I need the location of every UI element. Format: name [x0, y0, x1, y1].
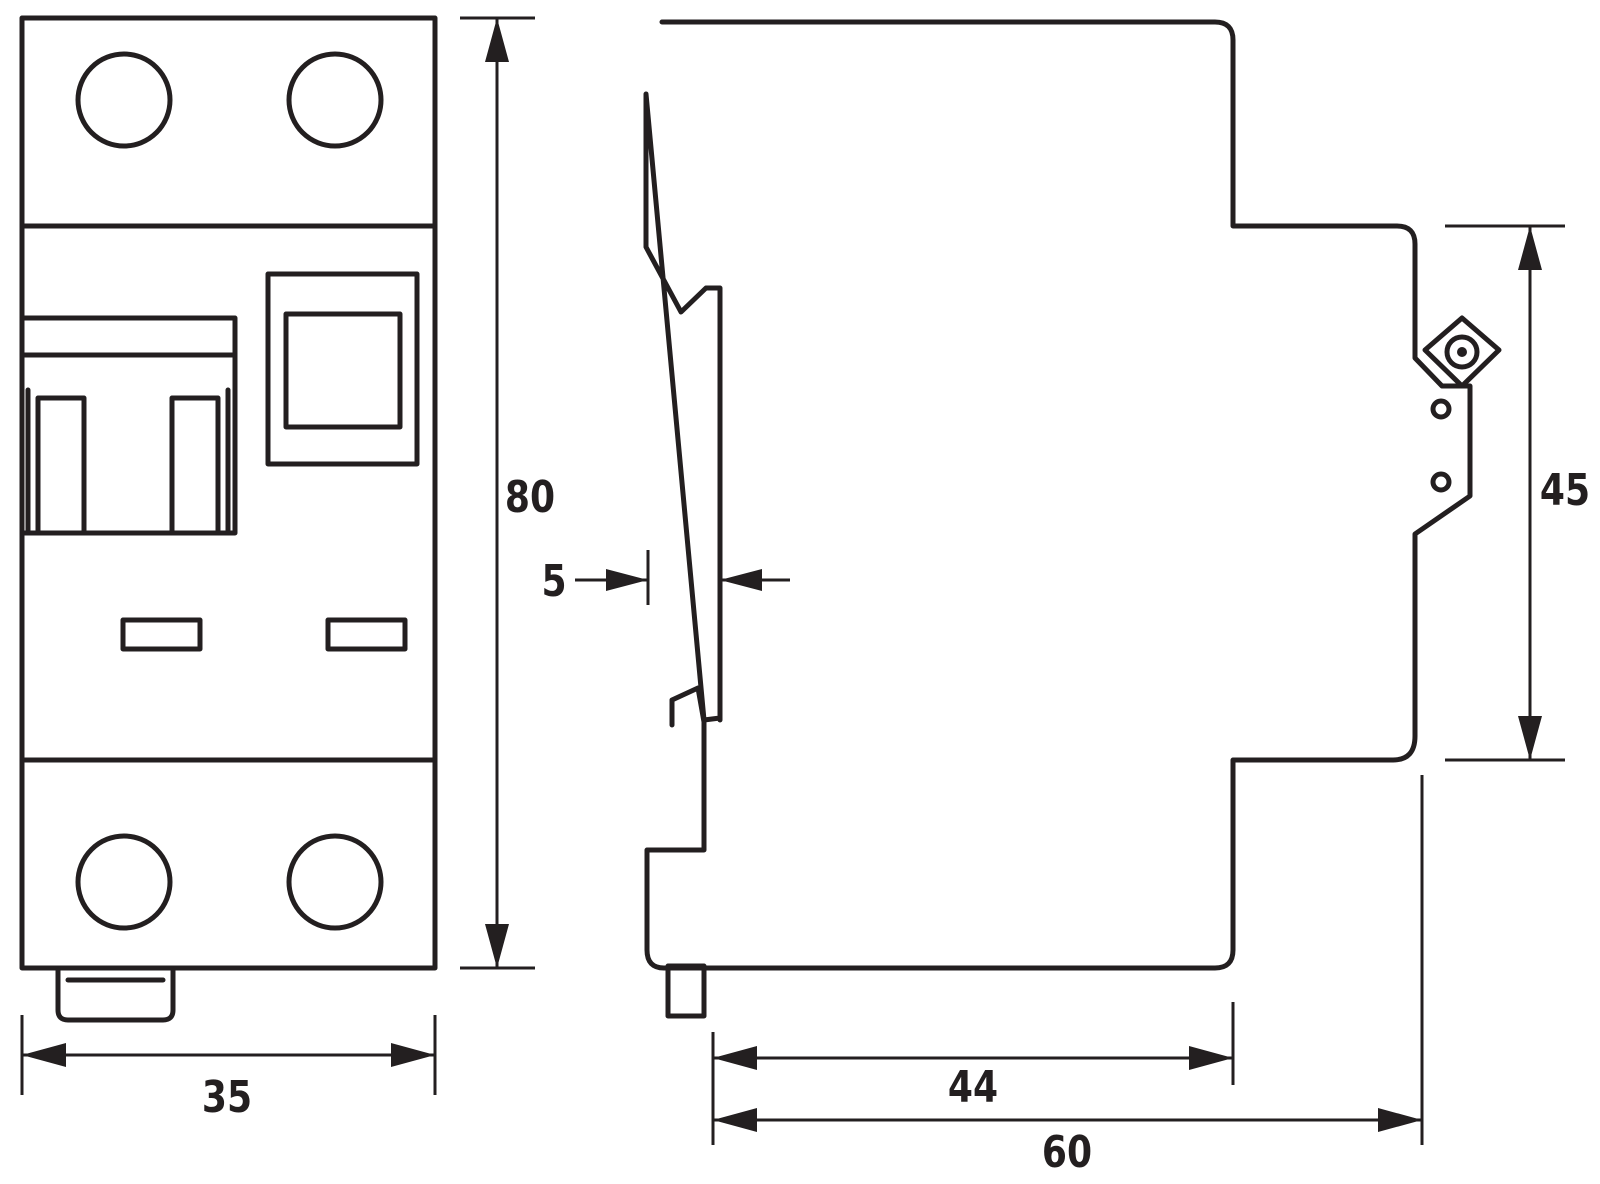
- dimension-label-depth-44: 44: [948, 1063, 998, 1113]
- dimension-label-face-height: 45: [1540, 466, 1590, 516]
- side-hole-upper: [1430, 398, 1452, 420]
- din-clip-tab: [55, 967, 176, 1023]
- terminal-screw-bottom-left: [75, 833, 173, 931]
- side-view: [643, 19, 1502, 1019]
- latch-head: [1422, 315, 1502, 389]
- test-button: [265, 271, 420, 467]
- front-view: [19, 15, 438, 1023]
- indicator-window-left: [120, 617, 203, 652]
- dimension-label-width: 35: [202, 1073, 252, 1123]
- dimension-depth-60: 60: [713, 775, 1424, 1178]
- dimension-label-rail-offset: 5: [541, 557, 566, 607]
- dimension-rail-offset-5: 5: [541, 550, 790, 607]
- dimension-label-height: 80: [505, 473, 555, 523]
- dimension-height-80: 80: [460, 16, 555, 970]
- indicator-window-right: [325, 617, 408, 652]
- terminal-screw-top-right: [286, 51, 384, 149]
- dimension-face-height-45: 45: [1445, 224, 1590, 762]
- terminal-screw-top-left: [75, 51, 173, 149]
- terminal-screw-bottom-right: [286, 833, 384, 931]
- dimension-label-depth-60: 60: [1042, 1128, 1092, 1178]
- side-body-outline: [643, 19, 1473, 971]
- side-din-foot: [665, 963, 707, 1019]
- side-hole-lower: [1430, 471, 1452, 493]
- dimension-depth-44: 44: [711, 1002, 1235, 1145]
- dimension-width-35: 35: [20, 1015, 437, 1123]
- toggle-lever: [19, 315, 238, 536]
